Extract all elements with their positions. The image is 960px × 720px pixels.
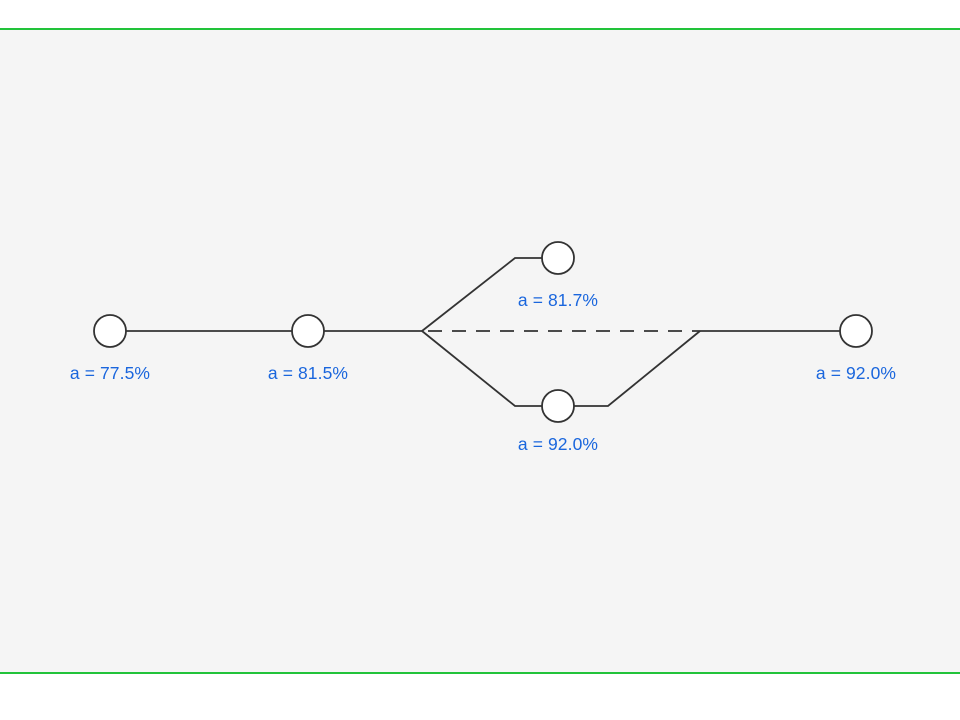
node-accuracy-label-2: a = 81.5%: [267, 363, 349, 383]
graph-node-n2[interactable]: [291, 314, 325, 348]
node-accuracy-label-5: a = 92.0%: [815, 363, 897, 383]
edge-split-to-n4: [421, 330, 542, 407]
edge-split-to-n3: [421, 257, 542, 332]
canvas-background: [0, 29, 960, 674]
graph-node-n5[interactable]: [839, 314, 873, 348]
bottom-divider-rule: [0, 672, 960, 674]
graph-node-n4[interactable]: [541, 389, 575, 423]
node-accuracy-label-1: a = 77.5%: [69, 363, 151, 383]
node-accuracy-label-3: a = 81.7%: [517, 290, 599, 310]
nodes-group: [93, 241, 873, 423]
top-divider-rule: [0, 28, 960, 30]
edges-group: [126, 257, 840, 407]
graph-node-n1[interactable]: [93, 314, 127, 348]
node-accuracy-label-4: a = 92.0%: [517, 434, 599, 454]
edge-n4-to-merge: [574, 330, 701, 407]
graph-node-n3[interactable]: [541, 241, 575, 275]
